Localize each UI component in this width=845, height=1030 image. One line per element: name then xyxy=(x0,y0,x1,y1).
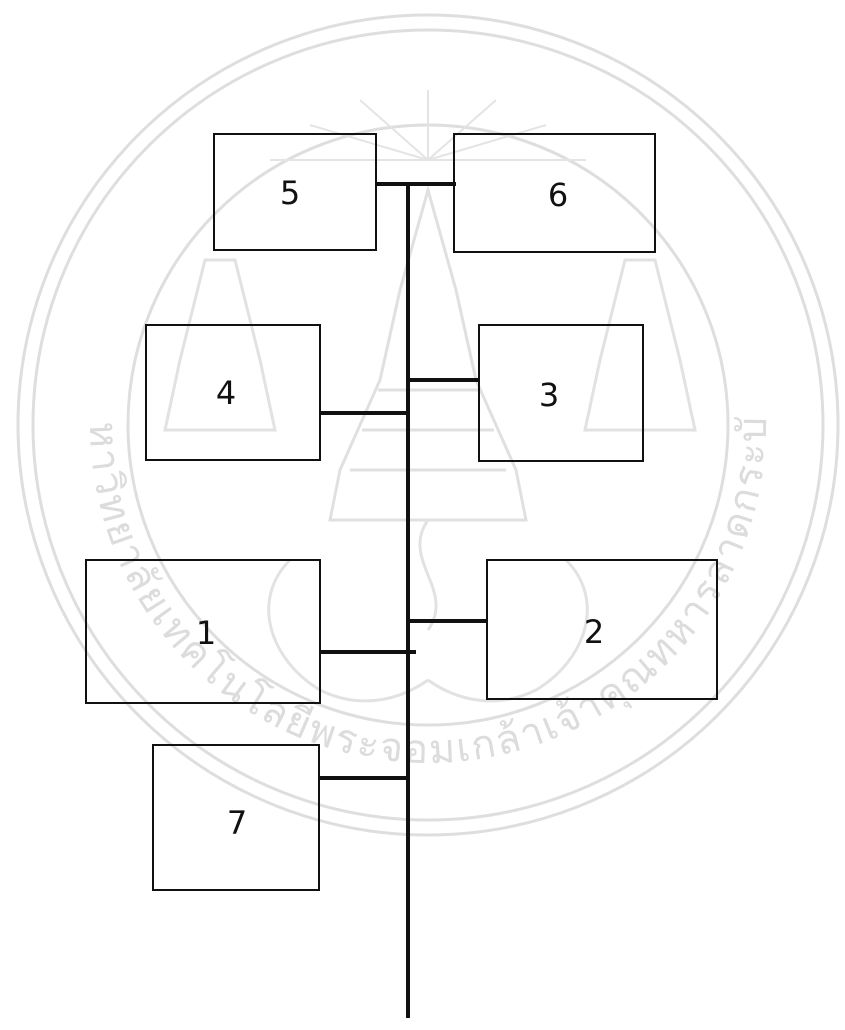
box-2-label: 2 xyxy=(584,616,604,648)
branch-4 xyxy=(320,411,408,415)
box-6-label: 6 xyxy=(548,179,568,211)
branch-3 xyxy=(410,378,480,382)
box-1-label: 1 xyxy=(196,617,216,649)
box-3 xyxy=(478,324,644,462)
box-4-label: 4 xyxy=(216,377,236,409)
branch-1 xyxy=(320,650,416,654)
vertical-spine xyxy=(406,184,410,1018)
box-7-label: 7 xyxy=(227,807,247,839)
box-3-label: 3 xyxy=(539,379,559,411)
branch-2 xyxy=(410,619,488,623)
box-5-label: 5 xyxy=(280,177,300,209)
branch-7 xyxy=(320,776,408,780)
branch-5-6 xyxy=(376,182,456,186)
